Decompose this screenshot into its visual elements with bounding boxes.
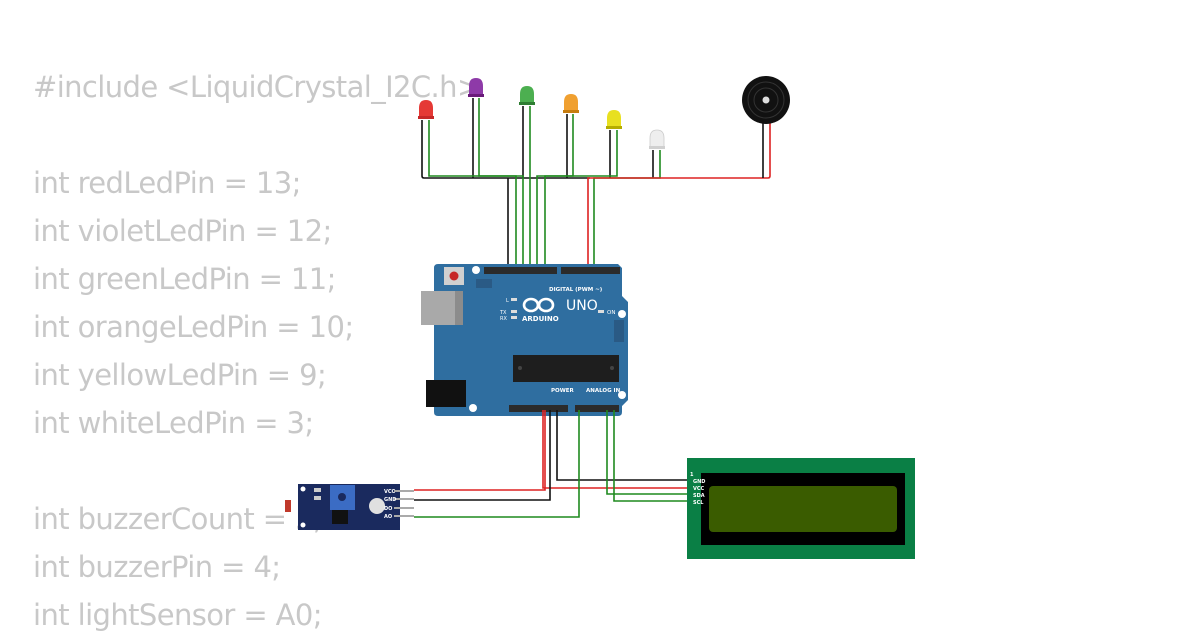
wire-gnd-lcd[interactable] (556, 410, 690, 481)
analog-in-label: ANALOG IN (586, 388, 621, 394)
led-orange[interactable] (563, 94, 579, 113)
wire-violet-signal[interactable] (478, 98, 524, 270)
lcd-pin-scl: SCL (693, 500, 704, 506)
tx-led-label: TX (499, 310, 507, 316)
code-line-yellow-led: int yellowLedPin = 9; (33, 358, 327, 392)
arduino-uno-board[interactable]: ARDUINO UNO DIGITAL (PWM ~) ON L TX RX P… (421, 264, 628, 416)
code-line-buzzer-pin: int buzzerPin = 4; (33, 550, 281, 584)
rx-led-label: RX (500, 316, 507, 322)
power-jack (426, 380, 466, 407)
wire-a5-scl[interactable] (613, 410, 690, 502)
sensor-pin-do: DO (384, 506, 392, 512)
wire-a0-sensor[interactable] (414, 410, 580, 518)
code-line-red-led: int redLedPin = 13; (33, 166, 301, 200)
code-line-violet-led: int violetLedPin = 12; (33, 214, 332, 248)
sensor-pin-gnd: GND (384, 497, 396, 503)
wire-gnd-sensor[interactable] (414, 410, 551, 501)
wire-ground-bus[interactable] (421, 120, 590, 179)
wire-red-signal[interactable] (428, 120, 517, 270)
wire-white-signal[interactable] (593, 150, 661, 270)
photoresistor (285, 500, 291, 512)
digital-header-high (484, 267, 557, 274)
wire-5v-lcd[interactable] (542, 410, 690, 489)
led-red[interactable] (418, 100, 434, 119)
led-white[interactable] (649, 129, 665, 149)
light-sensor-module[interactable]: VCC GND DO AO (285, 484, 414, 530)
arduino-logo-icon (522, 297, 555, 313)
lcd-screen (709, 486, 897, 532)
lcd-pin1-marker: 1 (690, 472, 694, 478)
led-wires (421, 98, 771, 270)
lcd-pin-vcc: VCC (693, 486, 705, 492)
led-green[interactable] (519, 86, 535, 105)
on-led-label: ON (607, 310, 615, 316)
analog-header (575, 405, 619, 412)
lcd-pin-gnd: GND (693, 479, 705, 485)
code-line-white-led: int whiteLedPin = 3; (33, 406, 314, 440)
wire-yellow-signal[interactable] (544, 130, 618, 270)
power-header (509, 405, 568, 412)
led-yellow[interactable] (606, 110, 622, 129)
code-line-green-led: int greenLedPin = 11; (33, 262, 336, 296)
code-line-light-sensor: int lightSensor = A0; (33, 598, 323, 632)
sensor-pin-ao: AO (384, 514, 392, 520)
digital-pwm-label: DIGITAL (PWM ~) (549, 287, 603, 293)
sensor-pin-vcc: VCC (384, 489, 396, 495)
code-line-include: #include <LiquidCrystal_I2C.h> (33, 70, 481, 104)
l-led-label: L (506, 298, 509, 304)
arduino-brand-label: ARDUINO (522, 315, 559, 323)
power-label: POWER (551, 388, 575, 394)
wire-5v-sensor[interactable] (414, 410, 546, 491)
led-violet[interactable] (468, 78, 484, 97)
buzzer[interactable] (742, 76, 790, 124)
lcd-pin-sda: SDA (693, 493, 705, 499)
bottom-wires (414, 410, 690, 518)
lcd-i2c-display[interactable]: 1 GND VCC SDA SCL (687, 458, 915, 559)
wire-buzzer-signal[interactable] (587, 122, 771, 270)
microcontroller-chip (513, 355, 619, 382)
code-line-orange-led: int orangeLedPin = 10; (33, 310, 354, 344)
arduino-model-label: UNO (566, 298, 598, 314)
digital-header-low (561, 267, 620, 274)
wire-a4-sda[interactable] (606, 410, 690, 495)
